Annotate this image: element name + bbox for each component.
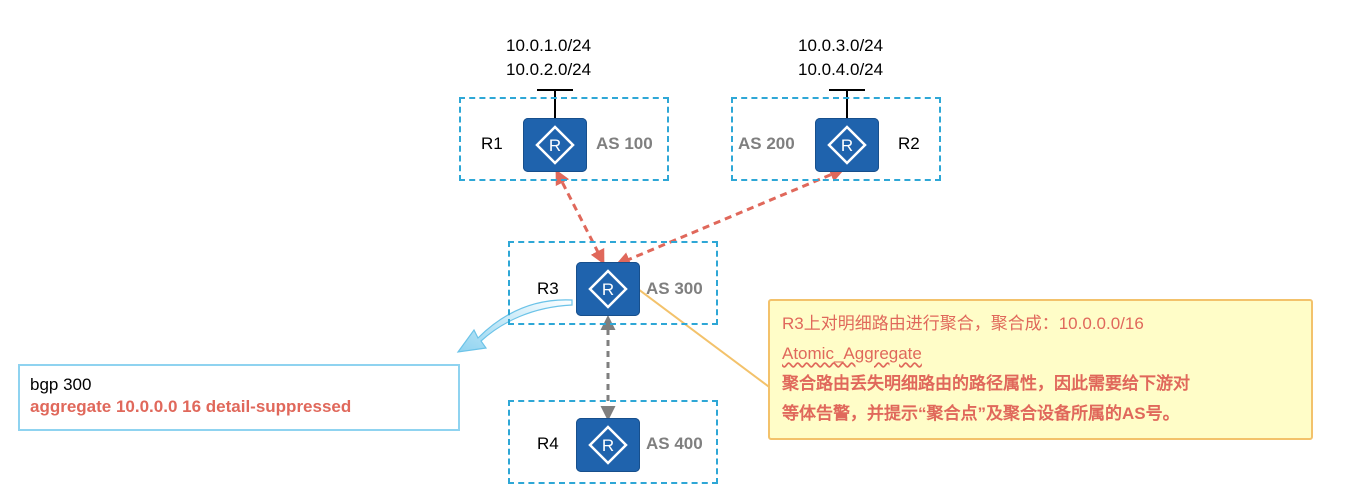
router-icon: R: [588, 425, 628, 465]
router-label-r1: R1: [481, 134, 503, 153]
r2-prefix: 10.0.4.0/24: [798, 60, 884, 79]
link-r1-r3: [555, 169, 605, 265]
r2-prefix: 10.0.3.0/24: [798, 36, 884, 55]
router-label-r2: R2: [898, 134, 920, 153]
router-icon: R: [827, 125, 867, 165]
router-r4[interactable]: R: [576, 418, 640, 472]
link-r2-r3: [615, 167, 845, 267]
as-400-box: [508, 400, 718, 484]
router-icon: R: [588, 269, 628, 309]
router-label-r3: R3: [537, 279, 559, 298]
config-line-bgp: bgp 300: [30, 375, 92, 394]
router-icon: R: [535, 125, 575, 165]
as-100-box: [459, 97, 669, 181]
as-label-r4: AS 400: [646, 434, 703, 453]
r1-prefix: 10.0.1.0/24: [506, 36, 592, 55]
router-r2[interactable]: R: [815, 118, 879, 172]
config-box: bgp 300 aggregate 10.0.0.0 16 detail-sup…: [18, 364, 460, 431]
as-300-box: [508, 241, 718, 325]
svg-text:R: R: [602, 436, 614, 455]
svg-text:R: R: [549, 136, 561, 155]
r1-prefix: 10.0.2.0/24: [506, 60, 592, 79]
r1-prefix-list: 10.0.1.0/24 10.0.2.0/24: [506, 34, 591, 82]
as-200-box: [731, 97, 941, 181]
router-label-r4: R4: [537, 434, 559, 453]
curved-arrow-icon: [456, 299, 573, 353]
svg-text:R: R: [841, 136, 853, 155]
note-line-4: 等体告警，并提示“聚合点”及聚合设备所属的AS号。: [782, 404, 1180, 423]
note-line-2: Atomic_Aggregate: [782, 344, 922, 363]
svg-text:R: R: [602, 280, 614, 299]
as-label-r2: AS 200: [738, 134, 795, 153]
note-box: R3上对明细路由进行聚合，聚合成：10.0.0.0/16 Atomic_Aggr…: [768, 299, 1313, 440]
config-line-aggregate: aggregate 10.0.0.0 16 detail-suppressed: [30, 397, 352, 416]
note-line-3: 聚合路由丢失明细路由的路径属性，因此需要给下游对: [782, 374, 1190, 393]
note-line-1: R3上对明细路由进行聚合，聚合成：10.0.0.0/16: [782, 314, 1144, 333]
router-r1[interactable]: R: [523, 118, 587, 172]
r2-prefix-list: 10.0.3.0/24 10.0.4.0/24: [798, 34, 883, 82]
router-r3[interactable]: R: [576, 262, 640, 316]
as-label-r3: AS 300: [646, 279, 703, 298]
as-label-r1: AS 100: [596, 134, 653, 153]
